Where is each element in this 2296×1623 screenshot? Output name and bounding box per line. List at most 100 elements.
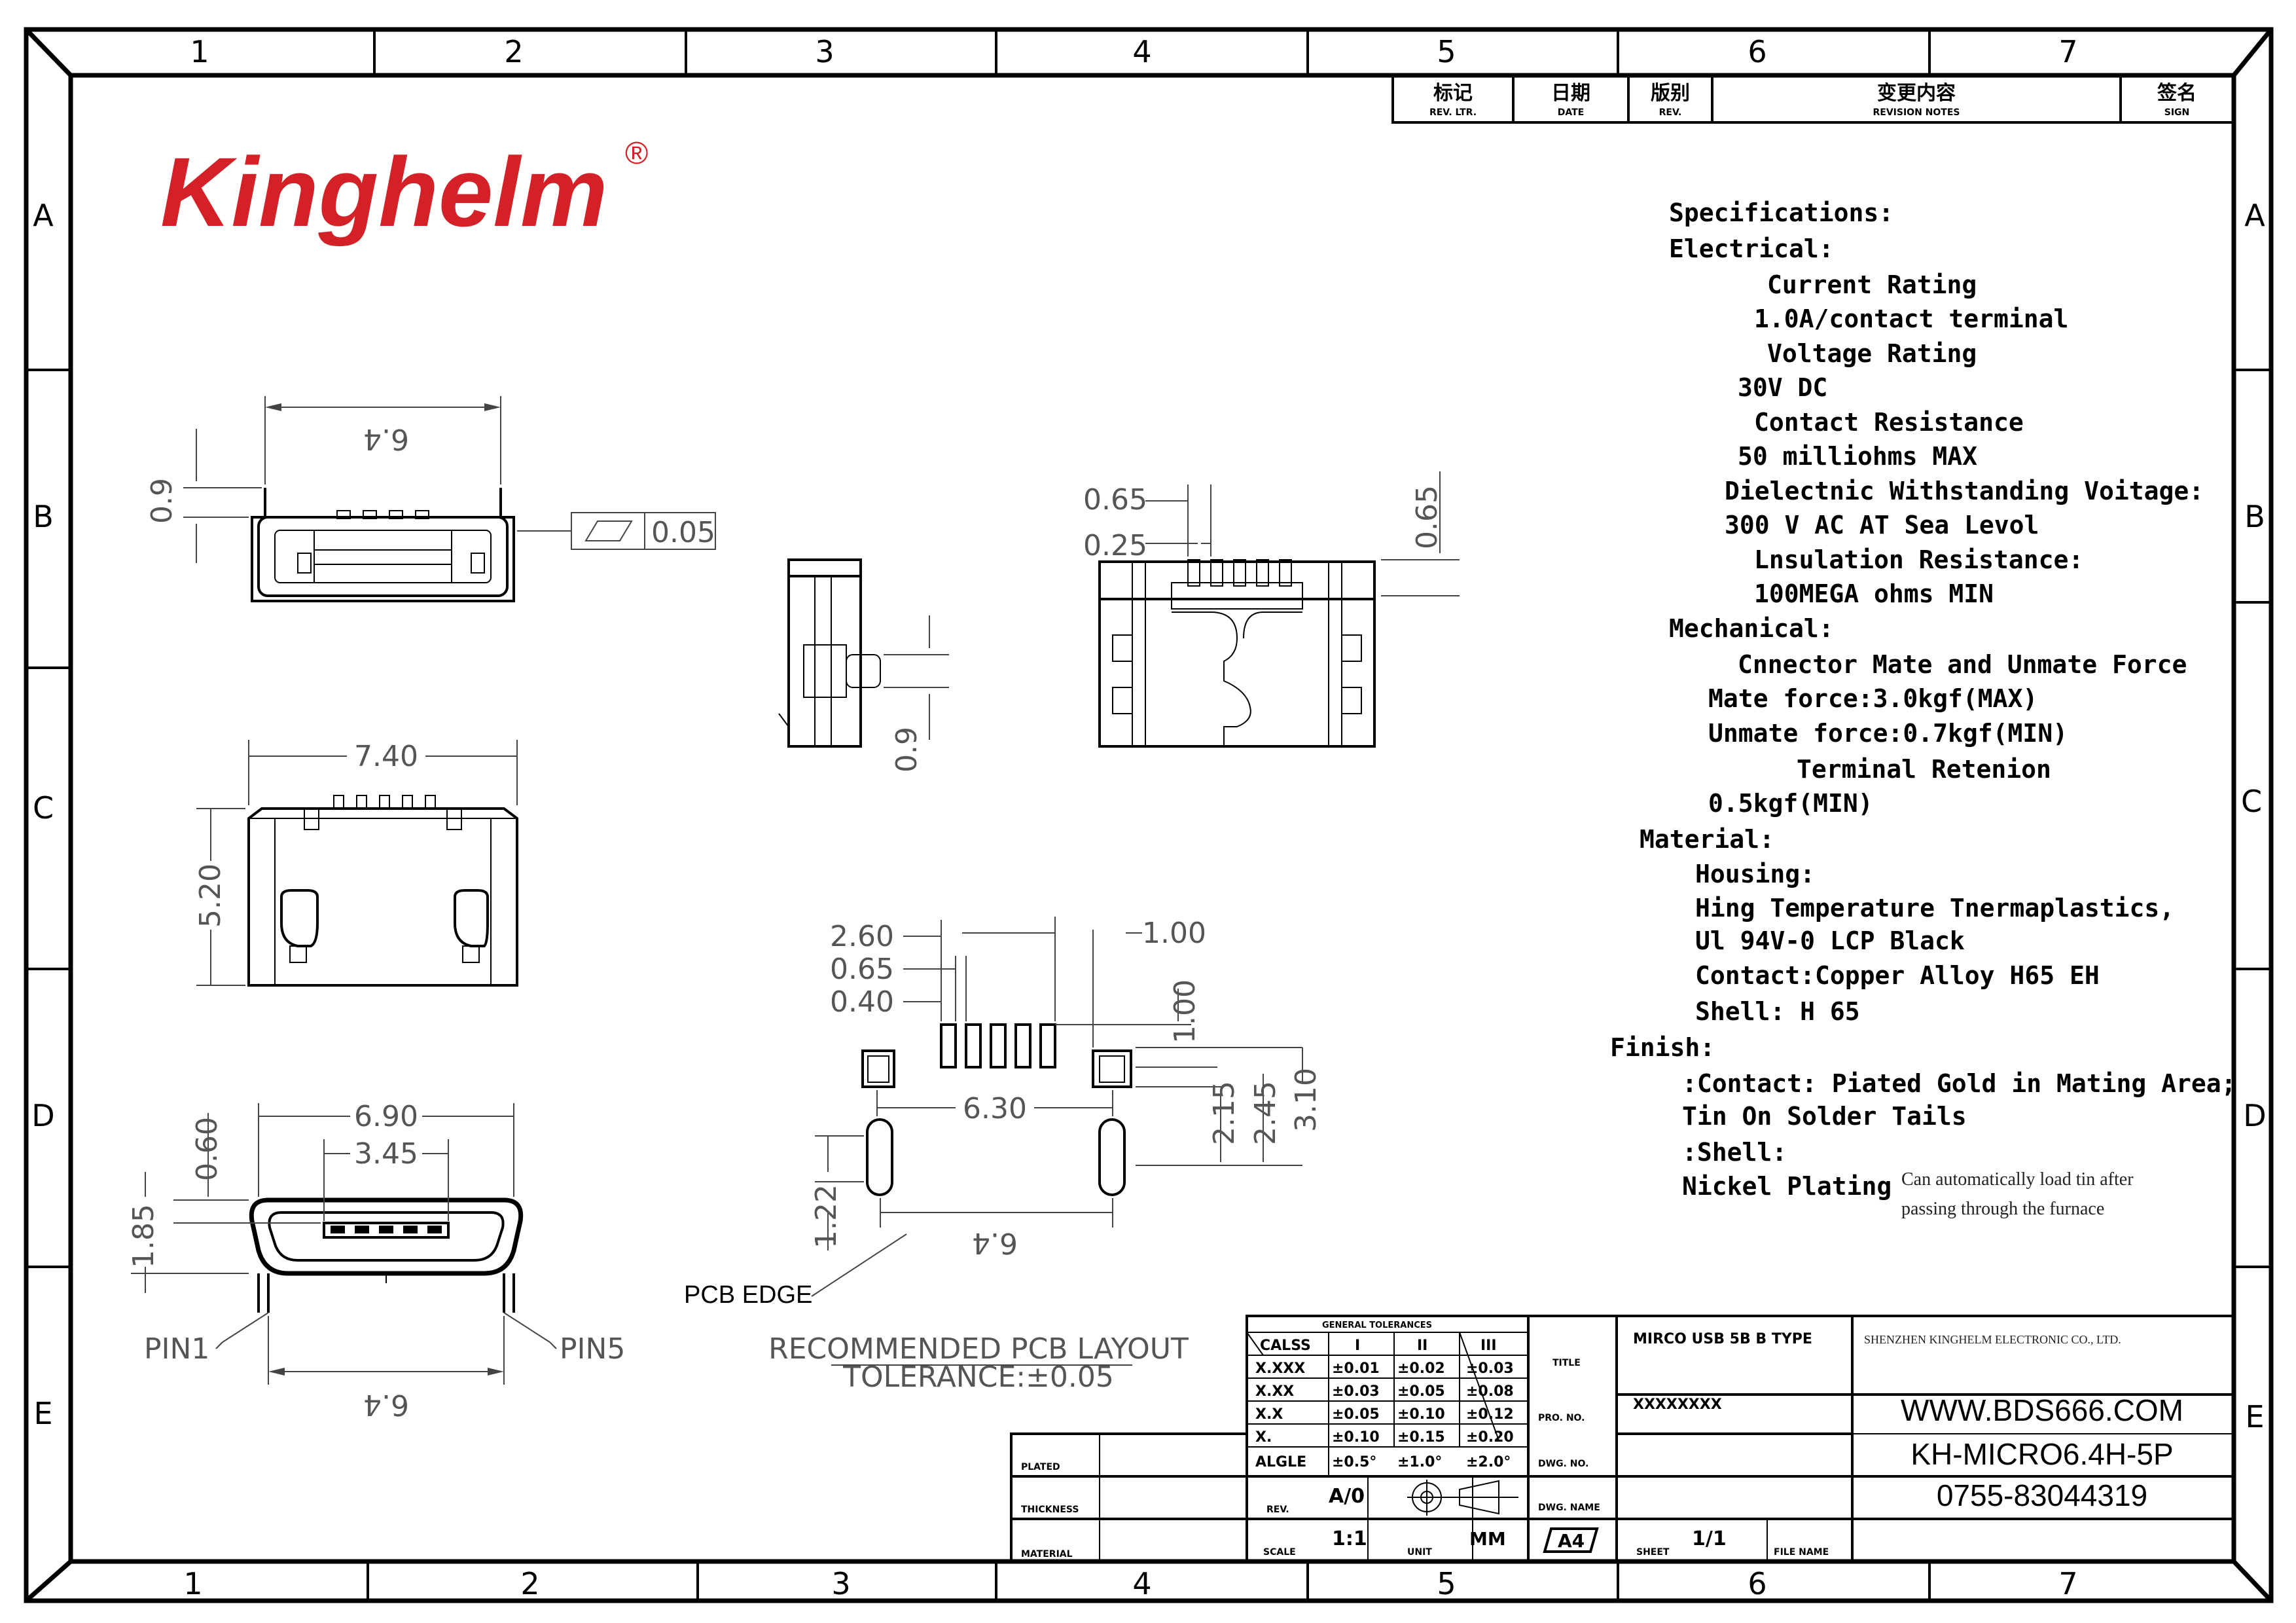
dim-5-20: 5.20 bbox=[194, 864, 227, 928]
sheet-label: SHEET bbox=[1636, 1547, 1670, 1558]
front-face: 7.40 5.20 bbox=[194, 740, 518, 987]
top-view: 6.4 0.9 0.05 bbox=[145, 396, 716, 602]
tol-header-class: CALSS bbox=[1260, 1338, 1311, 1354]
zone-col-3: 3 bbox=[815, 34, 834, 69]
dim-0-40: 0.40 bbox=[830, 985, 894, 1019]
spec-line: Nickel Plating bbox=[1682, 1172, 1892, 1201]
tol-cell: ±0.05 bbox=[1332, 1406, 1380, 1423]
pin5-label: PIN5 bbox=[560, 1332, 625, 1366]
zone-col-3-bottom: 3 bbox=[831, 1566, 850, 1601]
spec-line: Terminal Retenion bbox=[1797, 755, 2051, 784]
rev-sign-cn: 签名 bbox=[2157, 82, 2197, 105]
website: WWW.BDS666.COM bbox=[1901, 1393, 2183, 1427]
zone-col-5-bottom: 5 bbox=[1437, 1566, 1456, 1601]
dim-front-0-65-v: 0.65 bbox=[1410, 485, 1444, 549]
zone-row-e-right: E bbox=[2245, 1399, 2264, 1434]
spec-line: 300 V AC AT Sea Levol bbox=[1725, 511, 2039, 539]
paper-size: A4 bbox=[1558, 1530, 1585, 1552]
title-label: TITLE bbox=[1552, 1358, 1581, 1368]
outer-border bbox=[24, 27, 2274, 1603]
zone-row-a: A bbox=[33, 198, 54, 233]
tol-cell: ±0.12 bbox=[1466, 1406, 1514, 1423]
spec-line: Voltage Rating bbox=[1767, 339, 1977, 368]
scale-label: SCALE bbox=[1263, 1547, 1296, 1558]
tol-cell: ±0.20 bbox=[1466, 1429, 1514, 1446]
pin1-label: PIN1 bbox=[144, 1332, 209, 1366]
tol-cell: ±0.03 bbox=[1466, 1360, 1514, 1377]
tol-cell: ALGLE bbox=[1255, 1454, 1306, 1470]
projection-symbol-icon bbox=[1407, 1480, 1518, 1516]
spec-line: Hing Temperature Tnermaplastics, bbox=[1695, 894, 2174, 922]
zone-col-6-bottom: 6 bbox=[1748, 1566, 1767, 1601]
dim-top-6-4: 6.4 bbox=[363, 422, 409, 456]
tol-header-3: III bbox=[1480, 1338, 1497, 1354]
spec-line: :Contact: Piated Gold in Mating Area; bbox=[1682, 1069, 2236, 1098]
company-name: SHENZHEN KINGHELM ELECTRONIC CO., LTD. bbox=[1864, 1333, 2121, 1346]
note-line-2: passing through the furnace bbox=[1901, 1199, 2104, 1219]
zone-col-7-bottom: 7 bbox=[2058, 1566, 2077, 1601]
spec-line: Finish: bbox=[1610, 1033, 1715, 1062]
spec-line: Mechanical: bbox=[1669, 614, 1834, 643]
tol-cell: ±0.05 bbox=[1397, 1383, 1445, 1400]
tol-cell: ±0.10 bbox=[1397, 1406, 1445, 1423]
rev-rev-en: REV. bbox=[1659, 107, 1682, 118]
zone-row-c: C bbox=[33, 790, 54, 826]
title-value: MIRCO USB 5B B TYPE bbox=[1633, 1331, 1812, 1347]
flatness-value: 0.05 bbox=[651, 516, 715, 549]
spec-line: Contact Resistance bbox=[1754, 408, 2024, 437]
scale-value: 1:1 bbox=[1332, 1527, 1367, 1550]
zone-col-5: 5 bbox=[1437, 34, 1456, 69]
spec-line: Material: bbox=[1640, 825, 1774, 854]
dwg-no-label: DWG. NO. bbox=[1538, 1459, 1588, 1469]
tol-cell: ±0.10 bbox=[1332, 1429, 1380, 1446]
front-view: 0.65 0.25 0.65 bbox=[1083, 471, 1460, 748]
spec-line: 30V DC bbox=[1738, 373, 1827, 402]
spec-line: :Shell: bbox=[1682, 1138, 1787, 1167]
dim-6-30: 6.30 bbox=[963, 1092, 1027, 1125]
zone-row-b-right: B bbox=[2244, 499, 2265, 534]
dim-pcb-6-4: 6.4 bbox=[972, 1226, 1018, 1260]
dim-0-60: 0.60 bbox=[190, 1117, 224, 1181]
rev-date-en: DATE bbox=[1558, 107, 1584, 118]
spec-line: 1.0A/contact terminal bbox=[1754, 304, 2068, 333]
spec-line: 0.5kgf(MIN) bbox=[1708, 789, 1873, 818]
tol-cell: X. bbox=[1255, 1429, 1272, 1446]
dwg-name-label: DWG. NAME bbox=[1538, 1503, 1600, 1513]
zone-row-e: E bbox=[33, 1396, 52, 1431]
dim-3-10: 3.10 bbox=[1289, 1068, 1323, 1132]
dim-side-0-9: 0.9 bbox=[890, 727, 924, 773]
rev-date-cn: 日期 bbox=[1551, 82, 1590, 105]
spec-line: Cnnector Mate and Unmate Force bbox=[1738, 650, 2187, 679]
spec-line: Contact:Copper Alloy H65 EH bbox=[1695, 961, 2100, 990]
tol-cell: ±0.15 bbox=[1397, 1429, 1445, 1446]
tol-cell: X.XXX bbox=[1255, 1360, 1305, 1377]
side-view: 0.9 bbox=[778, 558, 949, 773]
tol-cell: ±0.03 bbox=[1332, 1383, 1380, 1400]
tol-cell: ±0.02 bbox=[1397, 1360, 1445, 1377]
zone-col-2: 2 bbox=[504, 34, 523, 69]
unit-label: UNIT bbox=[1407, 1547, 1432, 1558]
dim-2-15: 2.15 bbox=[1208, 1081, 1241, 1145]
dim-1-85: 1.85 bbox=[127, 1204, 160, 1268]
general-tolerances-label: GENERAL TOLERANCES bbox=[1322, 1321, 1432, 1330]
spec-line: Lnsulation Resistance: bbox=[1754, 545, 2083, 574]
zone-row-d-right: D bbox=[2243, 1098, 2266, 1133]
pcb-edge-label: PCB EDGE bbox=[684, 1281, 812, 1309]
rev-label: REV. bbox=[1266, 1504, 1289, 1515]
plated-label: PLATED bbox=[1021, 1462, 1060, 1472]
thickness-label: THICKNESS bbox=[1021, 1504, 1079, 1515]
pcb-layout: 2.60 0.65 0.40 1.00 6.30 1.00 2.15 2.45 bbox=[684, 917, 1323, 1394]
pro-no-label: PRO. NO. bbox=[1538, 1413, 1585, 1423]
file-name-label: FILE NAME bbox=[1774, 1547, 1829, 1558]
rev-sign-en: SIGN bbox=[2164, 107, 2190, 118]
zone-col-4: 4 bbox=[1132, 34, 1151, 69]
material-label: MATERIAL bbox=[1021, 1549, 1073, 1559]
zone-col-1: 1 bbox=[190, 34, 209, 69]
zone-row-c-right: C bbox=[2241, 784, 2262, 819]
spec-line: Specifications: bbox=[1669, 198, 1893, 227]
dim-7-40: 7.40 bbox=[354, 740, 418, 773]
kinghelm-logo: Kinghelm bbox=[160, 137, 607, 247]
zone-col-4-bottom: 4 bbox=[1132, 1566, 1151, 1601]
spec-line: Mate force:3.0kgf(MAX) bbox=[1708, 684, 2037, 713]
spec-line: Current Rating bbox=[1767, 270, 1977, 299]
